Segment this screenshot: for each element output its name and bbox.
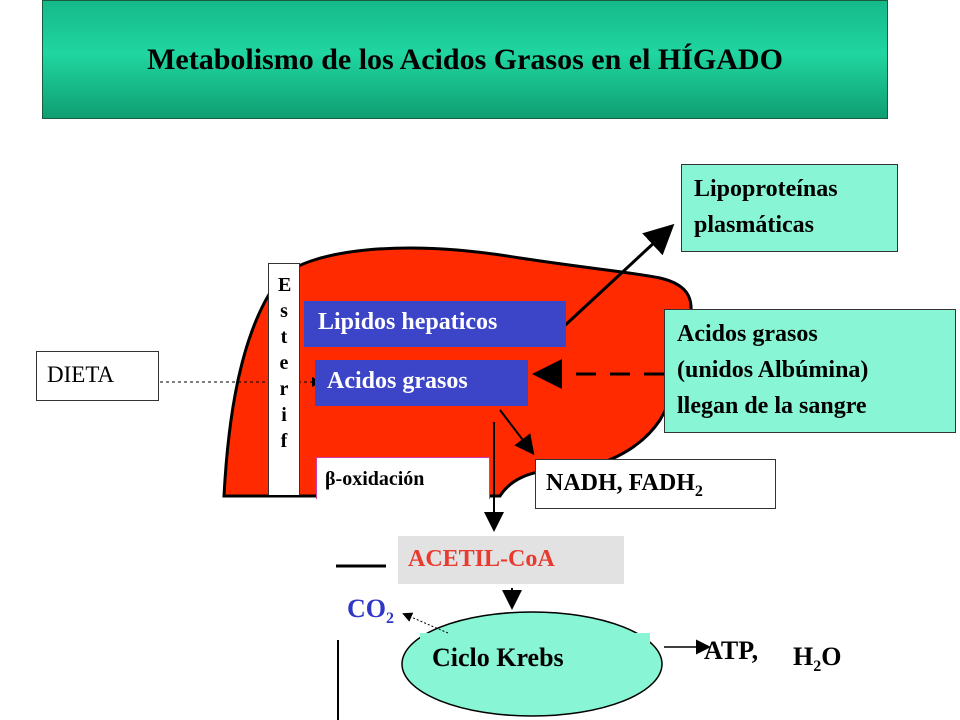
nadh-fadh-box: NADH, FADH2	[535, 459, 776, 509]
h2o-label: H2O	[793, 642, 841, 676]
acidos-grasos-albumina-box: Acidos grasos (unidos Albúmina) llegan d…	[664, 309, 956, 433]
lipidos-hepaticos-label: Lipidos hepaticos	[318, 309, 498, 335]
acidos-grasos-label: Acidos grasos	[327, 368, 468, 394]
acetil-coa-label: ACETIL-CoA	[408, 546, 555, 572]
esterificacion-label: Esterif	[278, 274, 292, 452]
co2-subscript: 2	[386, 610, 394, 628]
co2-text: CO	[347, 594, 386, 623]
lipidos-hepaticos-box: Lipidos hepaticos	[304, 301, 566, 347]
lipoproteinas-line-2: plasmáticas	[694, 212, 814, 238]
beta-oxidacion-label: β-oxidación	[325, 468, 425, 490]
esterificacion-box: Esterif	[268, 263, 300, 495]
title-banner: Metabolismo de los Acidos Grasos en el H…	[42, 0, 888, 119]
nadh-label: NADH, FADH	[546, 470, 695, 496]
h2o-subscript: 2	[813, 658, 822, 676]
krebs-highlight	[420, 633, 650, 651]
lipoproteinas-line-1: Lipoproteínas	[694, 176, 838, 202]
atp-label: ATP,	[704, 636, 759, 665]
ciclo-krebs-label: Ciclo Krebs	[432, 643, 564, 672]
nadh-arrow	[499, 409, 535, 456]
page-title: Metabolismo de los Acidos Grasos en el H…	[147, 42, 783, 76]
albumina-line-2: (unidos Albúmina)	[677, 357, 869, 383]
lipoproteinas-box: Lipoproteínas plasmáticas	[681, 164, 898, 252]
albumina-line-3: llegan de la sangre	[677, 393, 867, 419]
dieta-label: DIETA	[47, 362, 115, 387]
albumina-line-1: Acidos grasos	[677, 321, 818, 347]
acetil-coa-box: ACETIL-CoA	[398, 536, 624, 584]
beta-oxidacion-box: β-oxidación	[316, 457, 490, 499]
h2o-h: H	[793, 642, 814, 671]
h2o-o: O	[821, 642, 842, 671]
lipoproteinas-arrow	[558, 223, 675, 332]
acidos-grasos-box: Acidos grasos	[315, 360, 528, 406]
nadh-subscript: 2	[694, 482, 703, 500]
dieta-box: DIETA	[36, 351, 159, 401]
co2-label: CO2	[347, 594, 394, 628]
